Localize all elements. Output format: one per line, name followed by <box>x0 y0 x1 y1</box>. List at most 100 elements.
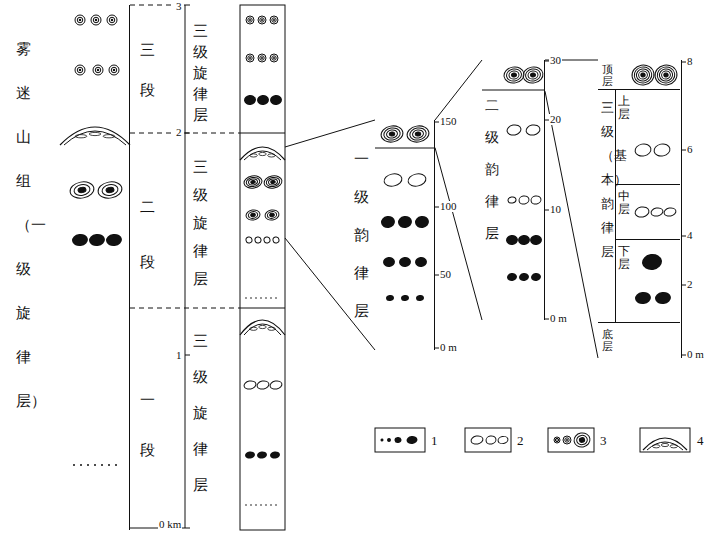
concentric-grain <box>633 66 653 85</box>
white-gravel <box>256 380 269 390</box>
concentric-grain <box>653 63 678 87</box>
dome-grain <box>259 325 267 328</box>
oolite <box>246 16 254 24</box>
zoom-line <box>285 120 375 147</box>
concentric-grain <box>386 129 398 139</box>
black-gravel <box>394 437 402 444</box>
scale-label: 20 <box>549 114 562 125</box>
fine-dot <box>73 464 75 466</box>
oolite <box>270 16 278 24</box>
white-gravel <box>530 195 541 205</box>
black-gravel <box>257 451 268 459</box>
oolite <box>95 19 98 22</box>
oolite <box>556 439 558 441</box>
oolite <box>91 15 101 25</box>
concentric-grain <box>248 178 258 185</box>
column-label: 雾迷山组（一级旋律层） <box>16 27 31 423</box>
white-gravel <box>407 172 427 187</box>
section-label: 三段 <box>140 30 155 110</box>
black-gravel <box>71 233 89 247</box>
white-gravel <box>470 435 483 445</box>
zoom-line <box>545 91 598 358</box>
legend-number: 2 <box>517 434 524 447</box>
zoom-line <box>285 238 375 350</box>
rhythm-column: 三级（基本）韵律层顶层上层中层下层底层 <box>598 60 682 358</box>
oolite <box>77 67 83 73</box>
concentric-grain <box>579 437 585 443</box>
white-gravel <box>653 142 671 157</box>
band-line <box>482 90 545 91</box>
boundary-line <box>240 133 285 134</box>
oolite <box>563 436 571 444</box>
scale-tick <box>185 355 190 356</box>
oolite <box>260 18 264 22</box>
black-gravel <box>269 94 282 106</box>
concentric-grain <box>267 211 277 219</box>
concentric-grain <box>245 209 261 221</box>
oolite <box>109 17 115 23</box>
fine-dot <box>115 464 117 466</box>
white-gravel <box>507 196 516 204</box>
formation-column: 雾迷山组（一级旋律层） <box>60 5 130 530</box>
oolite <box>107 15 117 25</box>
sublayer-box: 上层 <box>615 90 680 185</box>
black-gravel <box>414 256 427 268</box>
black-gravel <box>518 272 529 281</box>
concentric-grain <box>380 124 404 144</box>
concentric-grain <box>630 63 655 87</box>
section-label: 一段 <box>140 375 155 475</box>
oolite <box>249 57 251 59</box>
concentric-grain <box>409 127 427 142</box>
concentric-grain <box>511 73 517 78</box>
black-gravel <box>401 294 410 301</box>
concentric-grain <box>251 180 256 184</box>
black-gravel <box>414 215 430 229</box>
fine-dot <box>255 297 257 299</box>
concentric-grain <box>250 213 255 217</box>
dome-grain <box>250 154 258 157</box>
fine-dot <box>250 504 252 506</box>
black-gravel <box>506 272 517 281</box>
black-gravel <box>398 256 411 268</box>
oolite <box>261 57 263 59</box>
white-gravel <box>383 172 403 187</box>
black-gravel <box>243 94 256 106</box>
stromatolite-dome <box>244 151 281 160</box>
oolite <box>95 67 101 73</box>
column-label: 三级旋律层 <box>193 153 208 293</box>
scale-label: 0 m <box>686 349 705 360</box>
black-gravel <box>654 291 672 305</box>
black-gravel <box>105 233 123 247</box>
oolite <box>111 67 117 73</box>
scale-label: 10 <box>549 204 562 215</box>
concentric-grain <box>635 68 650 82</box>
concentric-grain <box>415 132 421 137</box>
dome-grain <box>653 445 660 448</box>
scale-label: 1 <box>175 350 183 361</box>
white-gravel <box>634 206 650 219</box>
concentric-grain <box>268 178 278 185</box>
concentric-grain <box>101 183 119 196</box>
scale-label: 30 <box>549 55 562 66</box>
fine-dot <box>270 297 272 299</box>
black-gravel <box>505 234 518 246</box>
white-gravel <box>263 236 270 243</box>
dome-grain <box>670 445 677 448</box>
concentric-grain <box>573 432 591 449</box>
concentric-grain <box>269 213 274 217</box>
fine-dot <box>255 504 257 506</box>
scale-label: 100 <box>439 201 458 212</box>
rhythm-column: 二级韵律层 <box>482 60 545 320</box>
black-gravel <box>380 438 383 441</box>
concentric-grain <box>656 66 676 85</box>
white-gravel <box>650 207 663 217</box>
concentric-grain <box>106 187 115 194</box>
sublayer-box: 底层 <box>598 322 680 356</box>
fine-dot <box>80 464 82 466</box>
fine-dot <box>101 464 103 466</box>
dome-grain <box>259 152 267 155</box>
stromatolite-dome <box>244 324 281 335</box>
dome-grain <box>250 327 258 330</box>
stromatolite-dome <box>647 442 683 450</box>
legend-number: 3 <box>600 434 607 447</box>
